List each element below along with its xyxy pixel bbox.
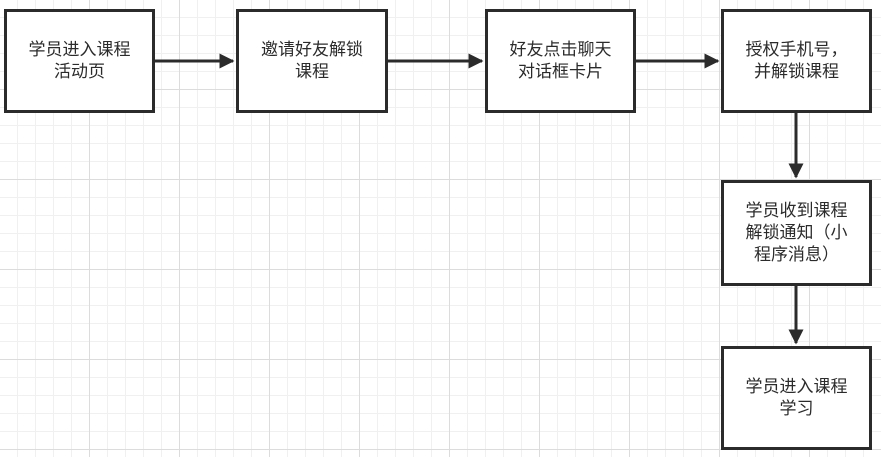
step-label: 学员进入课程 活动页 xyxy=(28,40,131,82)
step-receive-unlock-notice[interactable]: 学员收到课程 解锁通知（小 程序消息） xyxy=(721,180,872,286)
step-label: 好友点击聊天 对话框卡片 xyxy=(509,40,612,82)
step-label: 学员进入课程 学习 xyxy=(745,377,848,419)
step-invite-friend[interactable]: 邀请好友解锁 课程 xyxy=(236,9,388,113)
step-label: 授权手机号， 并解锁课程 xyxy=(745,40,848,82)
step-label: 邀请好友解锁 课程 xyxy=(261,40,363,82)
step-authorize-phone[interactable]: 授权手机号， 并解锁课程 xyxy=(721,9,872,113)
step-start-learning[interactable]: 学员进入课程 学习 xyxy=(721,346,872,450)
step-friend-clicks-card[interactable]: 好友点击聊天 对话框卡片 xyxy=(485,9,636,113)
step-label: 学员收到课程 解锁通知（小 程序消息） xyxy=(745,201,848,265)
step-enter-activity-page[interactable]: 学员进入课程 活动页 xyxy=(4,9,155,113)
